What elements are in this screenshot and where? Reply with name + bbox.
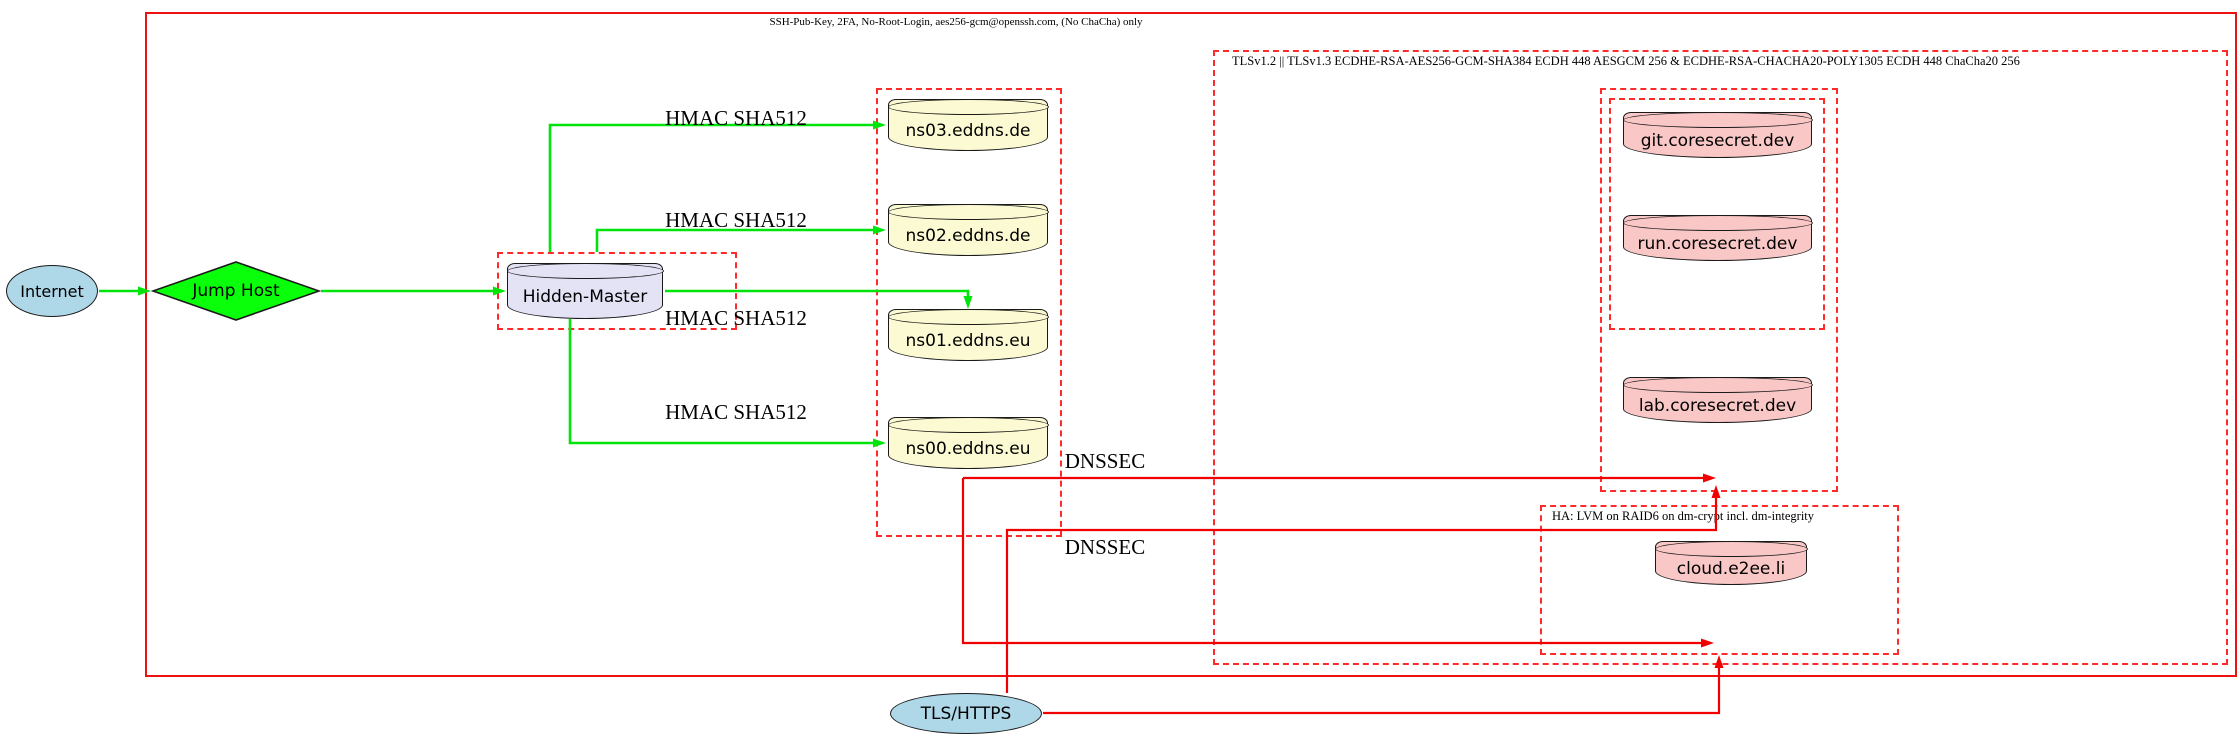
- node-ns00: ns00.eddns.eu: [887, 416, 1049, 469]
- node-internet: Internet: [6, 265, 98, 317]
- node-cloud-label: cloud.e2ee.li: [1676, 559, 1786, 579]
- node-git: git.coresecret.dev: [1622, 111, 1813, 158]
- node-lab: lab.coresecret.dev: [1622, 376, 1813, 423]
- node-git-label: git.coresecret.dev: [1640, 131, 1795, 151]
- edge-label-hmac-ns00: HMAC SHA512: [665, 400, 807, 424]
- jump-host-diamond-shape: [150, 261, 322, 321]
- node-ns02-label: ns02.eddns.de: [905, 226, 1031, 246]
- edge-label-hmac-ns02: HMAC SHA512: [665, 208, 807, 232]
- node-ns01-label: ns01.eddns.eu: [905, 331, 1031, 351]
- edge-label-dnssec-2: DNSSEC: [1064, 535, 1146, 559]
- node-ns00-label: ns00.eddns.eu: [905, 439, 1031, 459]
- edge-label-hmac-ns03: HMAC SHA512: [665, 106, 807, 130]
- node-cloud: cloud.e2ee.li: [1654, 540, 1808, 585]
- node-tls-https-label: TLS/HTTPS: [920, 703, 1012, 724]
- node-jump-host-label: Jump Host: [192, 281, 280, 301]
- node-hidden-master: Hidden-Master: [506, 262, 664, 319]
- node-tls-https: TLS/HTTPS: [890, 693, 1042, 734]
- cluster-ssh-label: SSH-Pub-Key, 2FA, No-Root-Login, aes256-…: [769, 16, 1143, 28]
- node-ns02: ns02.eddns.de: [887, 203, 1049, 256]
- cluster-tls-label: TLSv1.2 || TLSv1.3 ECDHE-RSA-AES256-GCM-…: [1232, 54, 2020, 68]
- cluster-ha-label: HA: LVM on RAID6 on dm-crypt incl. dm-in…: [1552, 509, 1815, 523]
- node-jump-host: Jump Host: [150, 261, 322, 321]
- node-lab-label: lab.coresecret.dev: [1638, 396, 1797, 416]
- node-ns01: ns01.eddns.eu: [887, 308, 1049, 361]
- edge-label-hmac-ns01: HMAC SHA512: [665, 306, 807, 330]
- node-run-label: run.coresecret.dev: [1637, 234, 1798, 254]
- edge-label-dnssec-1: DNSSEC: [1064, 449, 1146, 473]
- node-ns03: ns03.eddns.de: [887, 98, 1049, 151]
- node-ns03-label: ns03.eddns.de: [905, 121, 1031, 141]
- node-hidden-master-label: Hidden-Master: [522, 287, 648, 307]
- node-internet-label: Internet: [20, 281, 84, 301]
- node-run: run.coresecret.dev: [1622, 214, 1813, 261]
- cluster-coresecret-inner-box: [1609, 98, 1825, 330]
